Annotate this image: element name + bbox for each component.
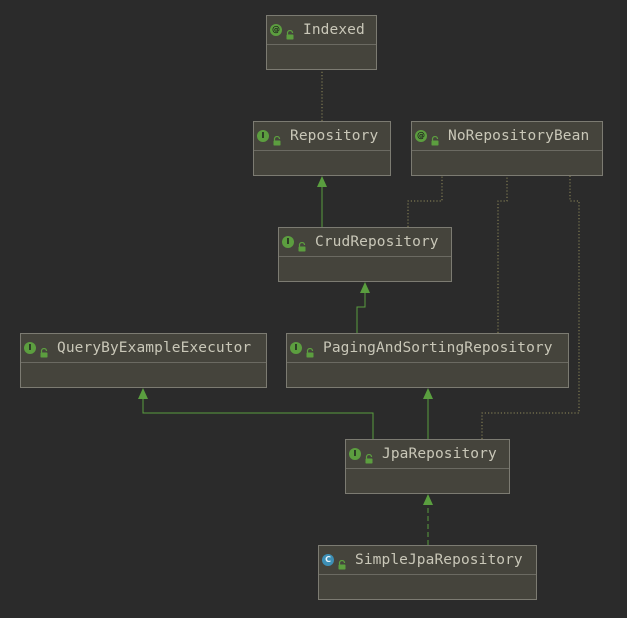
- arrowhead: [360, 282, 370, 293]
- class-icon: C: [322, 554, 334, 566]
- node-header: I PagingAndSortingRepository: [287, 334, 568, 363]
- node-name: NoRepositoryBean: [448, 128, 590, 144]
- interface-icon: I: [257, 130, 269, 142]
- public-visibility-icon: [430, 131, 440, 146]
- node-name: PagingAndSortingRepository: [323, 340, 553, 356]
- edge-line: [497, 176, 508, 333]
- edge-line: [356, 293, 366, 333]
- public-visibility-icon: [364, 449, 374, 464]
- public-visibility-icon: [297, 237, 307, 252]
- node-members-section: [412, 151, 602, 175]
- node-name: Indexed: [303, 22, 365, 38]
- arrowhead: [423, 494, 433, 505]
- node-crudrepository[interactable]: I CrudRepository: [278, 227, 452, 282]
- edge-pagingandsortingrepository-to-norepositorybean: [497, 176, 508, 333]
- node-header: I Repository: [254, 122, 390, 151]
- public-visibility-icon: [272, 131, 282, 146]
- edge-crudrepository-to-norepositorybean: [407, 176, 443, 227]
- annotation-icon: @: [270, 24, 282, 36]
- node-header: I CrudRepository: [279, 228, 451, 257]
- node-members-section: [319, 575, 536, 599]
- node-header: @ NoRepositoryBean: [412, 122, 602, 151]
- node-simplejparepository[interactable]: C SimpleJpaRepository: [318, 545, 537, 600]
- node-indexed[interactable]: @ Indexed: [266, 15, 377, 70]
- edge-pagingandsortingrepository-to-crudrepository: [356, 282, 370, 333]
- node-pagingandsortingrepository[interactable]: I PagingAndSortingRepository: [286, 333, 569, 388]
- interface-icon: I: [282, 236, 294, 248]
- node-name: SimpleJpaRepository: [355, 552, 523, 568]
- public-visibility-icon: [337, 555, 347, 570]
- node-name: JpaRepository: [382, 446, 497, 462]
- node-header: @ Indexed: [267, 16, 376, 45]
- node-members-section: [279, 257, 451, 281]
- edge-jparepository-to-pagingandsortingrepository: [423, 388, 433, 439]
- arrowhead: [317, 176, 327, 187]
- node-members-section: [21, 363, 266, 387]
- interface-icon: I: [349, 448, 361, 460]
- public-visibility-icon: [39, 343, 49, 358]
- edge-line: [481, 176, 580, 439]
- node-name: CrudRepository: [315, 234, 439, 250]
- node-members-section: [346, 469, 509, 493]
- edge-line: [407, 176, 443, 227]
- node-jparepository[interactable]: I JpaRepository: [345, 439, 510, 494]
- node-header: I QueryByExampleExecutor: [21, 334, 266, 363]
- interface-icon: I: [24, 342, 36, 354]
- edge-jparepository-to-norepositorybean: [481, 176, 580, 439]
- edge-simplejparepository-to-jparepository: [423, 494, 433, 545]
- interface-icon: I: [290, 342, 302, 354]
- public-visibility-icon: [285, 25, 295, 40]
- node-repository[interactable]: I Repository: [253, 121, 391, 176]
- node-name: QueryByExampleExecutor: [57, 340, 252, 356]
- node-members-section: [254, 151, 390, 175]
- edge-jparepository-to-querybyexampleexecutor: [138, 388, 374, 439]
- node-members-section: [267, 45, 376, 69]
- annotation-icon: @: [415, 130, 427, 142]
- node-querybyexampleexecutor[interactable]: I QueryByExampleExecutor: [20, 333, 267, 388]
- public-visibility-icon: [305, 343, 315, 358]
- edge-crudrepository-to-repository: [317, 176, 327, 227]
- node-header: I JpaRepository: [346, 440, 509, 469]
- node-name: Repository: [290, 128, 379, 144]
- node-header: C SimpleJpaRepository: [319, 546, 536, 575]
- edge-line: [142, 399, 374, 439]
- arrowhead: [423, 388, 433, 399]
- arrowhead: [138, 388, 148, 399]
- node-norepositorybean[interactable]: @ NoRepositoryBean: [411, 121, 603, 176]
- node-members-section: [287, 363, 568, 387]
